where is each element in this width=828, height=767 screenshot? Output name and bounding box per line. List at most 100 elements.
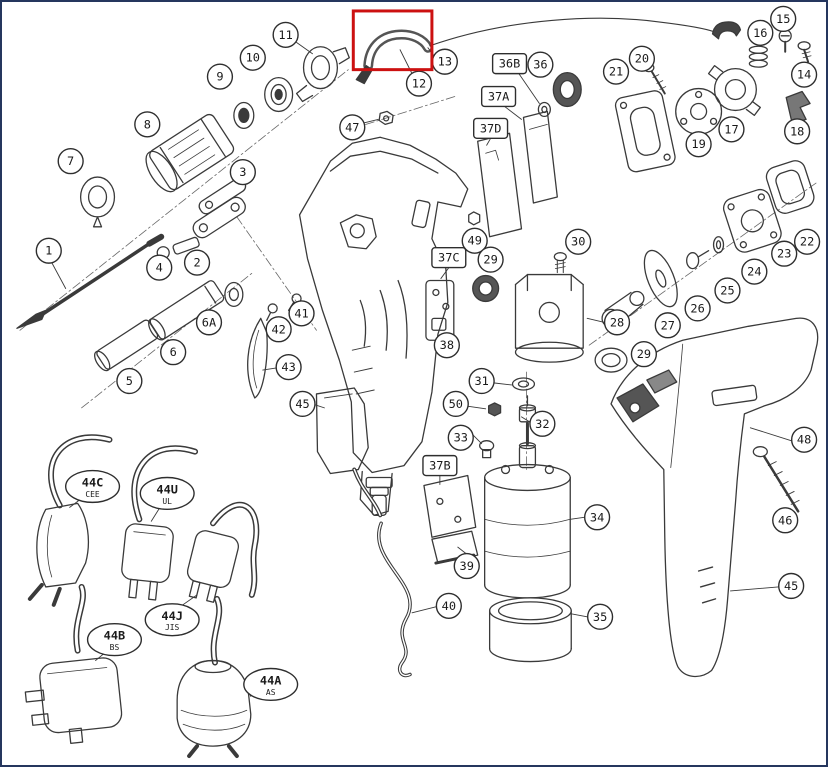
svg-text:44A: 44A bbox=[260, 673, 282, 687]
callout-circle-29-38: 29 bbox=[630, 341, 658, 368]
svg-text:27: 27 bbox=[661, 318, 675, 332]
part-bushing-10 bbox=[264, 76, 294, 113]
part-wire-40 bbox=[377, 521, 412, 678]
callout-circle-12-7: 12 bbox=[405, 70, 433, 97]
svg-text:26: 26 bbox=[690, 301, 704, 315]
svg-text:37D: 37D bbox=[480, 121, 502, 135]
svg-text:AS: AS bbox=[266, 688, 276, 697]
svg-text:32: 32 bbox=[535, 417, 549, 431]
svg-text:31: 31 bbox=[474, 374, 488, 388]
svg-text:6: 6 bbox=[170, 345, 177, 359]
callout-circle-35-47: 35 bbox=[586, 603, 614, 630]
svg-text:45: 45 bbox=[784, 579, 798, 593]
callout-circle-21-10: 21 bbox=[602, 58, 630, 85]
callout-circle-36-9: 36 bbox=[527, 51, 554, 78]
callout-box-37A-1: 37A bbox=[480, 85, 517, 108]
svg-text:49: 49 bbox=[468, 234, 482, 248]
part-ring-9 bbox=[233, 101, 255, 129]
callout-circle-29-28: 29 bbox=[477, 246, 504, 273]
svg-text:2: 2 bbox=[193, 256, 200, 270]
part-trigger-43 bbox=[247, 317, 268, 399]
svg-text:JIS: JIS bbox=[165, 623, 180, 632]
svg-text:13: 13 bbox=[438, 55, 452, 69]
svg-text:12: 12 bbox=[412, 77, 426, 91]
callout-circle-41-23: 41 bbox=[288, 300, 315, 327]
callout-circle-23-35: 23 bbox=[771, 240, 798, 267]
svg-text:45: 45 bbox=[295, 397, 309, 411]
svg-text:41: 41 bbox=[294, 306, 308, 320]
callout-circle-42-22: 42 bbox=[265, 316, 292, 343]
callout-circle-26-32: 26 bbox=[684, 295, 711, 322]
svg-text:5: 5 bbox=[126, 374, 133, 388]
callout-circle-25-33: 25 bbox=[714, 277, 741, 304]
svg-text:6A: 6A bbox=[202, 315, 216, 329]
svg-text:34: 34 bbox=[590, 510, 604, 524]
callout-circle-50-40: 50 bbox=[442, 390, 469, 418]
callout-circle-18-16: 18 bbox=[784, 118, 811, 145]
callout-leaders bbox=[51, 41, 792, 697]
callout-circle-1-18: 1 bbox=[35, 237, 62, 264]
svg-text:37C: 37C bbox=[438, 251, 460, 265]
part-bearing-6a bbox=[224, 281, 244, 308]
svg-text:29: 29 bbox=[637, 347, 651, 361]
part-ring-29b bbox=[594, 347, 628, 373]
svg-text:30: 30 bbox=[571, 235, 585, 249]
callout-circle-16-12: 16 bbox=[747, 19, 774, 46]
callout-circle-24-34: 24 bbox=[741, 258, 768, 285]
callout-box-37C-3: 37C bbox=[431, 247, 467, 269]
part-bearing-29 bbox=[472, 274, 500, 303]
callout-circle-19-17: 19 bbox=[685, 131, 712, 158]
callout-circle-13-8: 13 bbox=[431, 48, 458, 75]
part-washer-31 bbox=[511, 377, 536, 391]
svg-text:47: 47 bbox=[345, 120, 359, 134]
part-bracket-28 bbox=[514, 273, 584, 363]
callout-circle-28-30: 28 bbox=[603, 309, 631, 336]
part-washer-36b bbox=[537, 101, 551, 118]
part-tube-6 bbox=[148, 280, 225, 341]
svg-text:16: 16 bbox=[753, 26, 767, 40]
svg-text:25: 25 bbox=[720, 283, 734, 297]
callout-circle-27-31: 27 bbox=[654, 312, 681, 339]
callout-box-36B-0: 36B bbox=[491, 53, 528, 75]
part-link-2 bbox=[192, 196, 246, 239]
svg-text:7: 7 bbox=[67, 154, 74, 168]
callout-circle-3-5: 3 bbox=[229, 158, 256, 186]
callout-circle-22-36: 22 bbox=[793, 228, 821, 255]
part-plate-23 bbox=[722, 188, 782, 253]
svg-text:29: 29 bbox=[483, 253, 497, 267]
callout-circle-15-13: 15 bbox=[770, 5, 797, 33]
part-flange-19 bbox=[675, 87, 723, 135]
svg-text:11: 11 bbox=[278, 28, 292, 42]
plug-44a-as bbox=[176, 659, 252, 759]
plug-44b-bs bbox=[24, 657, 123, 744]
part-screw-15 bbox=[778, 29, 792, 53]
svg-text:44U: 44U bbox=[156, 482, 178, 496]
callout-circle-9-2: 9 bbox=[206, 63, 234, 90]
callout-circle-10-1: 10 bbox=[239, 44, 266, 71]
callout-box-37B-4: 37B bbox=[422, 454, 458, 477]
callout-circle-47-6: 47 bbox=[339, 114, 366, 141]
svg-text:15: 15 bbox=[776, 12, 790, 26]
svg-text:9: 9 bbox=[216, 70, 223, 84]
svg-text:UL: UL bbox=[162, 497, 172, 506]
svg-text:24: 24 bbox=[747, 265, 761, 279]
callout-circle-46-49: 46 bbox=[772, 507, 799, 534]
part-cylinder-8 bbox=[145, 113, 235, 193]
part-main-frame bbox=[298, 136, 469, 516]
part-housing-right bbox=[610, 317, 819, 677]
callout-circle-11-0: 11 bbox=[272, 21, 299, 48]
part-elbow-fitting bbox=[711, 21, 742, 40]
part-housing-17 bbox=[707, 65, 761, 117]
svg-text:37B: 37B bbox=[429, 459, 451, 473]
callout-circle-7-4: 7 bbox=[57, 148, 84, 175]
plug-cables-core bbox=[49, 435, 258, 665]
svg-text:35: 35 bbox=[593, 610, 607, 624]
cable-top bbox=[429, 17, 716, 47]
part-collar-11 bbox=[295, 46, 350, 103]
